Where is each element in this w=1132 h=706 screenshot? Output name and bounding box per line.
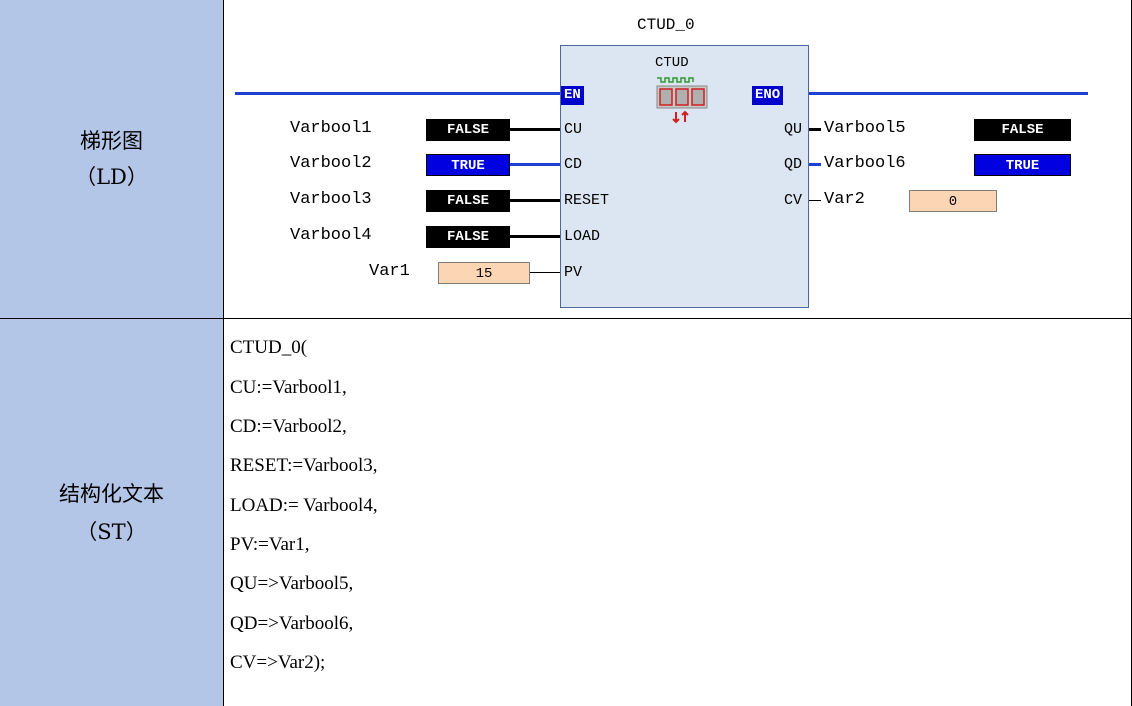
counter-icon <box>656 77 708 124</box>
st-line: QD=>Varbool6, <box>230 613 354 634</box>
wire-reset <box>510 199 560 202</box>
output-value-qu: FALSE <box>974 119 1071 141</box>
pin-qd[interactable]: QD <box>784 156 803 173</box>
ld-label-abbr: （LD） <box>75 165 148 189</box>
wire-pv <box>530 272 560 273</box>
pin-cv[interactable]: CV <box>784 192 803 209</box>
output-var-qu[interactable]: Varbool5 <box>824 119 906 138</box>
st-line: CV=>Var2); <box>230 652 326 673</box>
input-var-reset[interactable]: Varbool3 <box>290 190 372 209</box>
output-value-qd: TRUE <box>974 154 1071 176</box>
pin-cd[interactable]: CD <box>564 156 583 173</box>
st-label-abbr: （ST） <box>76 519 147 544</box>
st-line: CU:=Varbool1, <box>230 377 347 398</box>
en-rail <box>235 92 564 95</box>
eno-rail <box>808 92 1088 95</box>
st-label-cell: 结构化文本 （ST） <box>0 319 224 706</box>
st-line: LOAD:= Varbool4, <box>230 495 378 516</box>
input-value-cd: TRUE <box>426 154 510 176</box>
wire-load <box>510 235 560 238</box>
input-value-pv: 15 <box>438 262 530 284</box>
wire-cu <box>510 128 560 131</box>
wire-qu <box>809 128 821 131</box>
output-var-cv[interactable]: Var2 <box>824 190 865 209</box>
output-var-qd[interactable]: Varbool6 <box>824 154 906 173</box>
st-line: CD:=Varbool2, <box>230 416 347 437</box>
function-block[interactable]: CTUD EN ENO CU CD RESET LOAD PV QU QD CV <box>560 45 809 308</box>
output-value-cv: 0 <box>909 190 997 212</box>
pin-qu[interactable]: QU <box>784 121 803 138</box>
wire-qd <box>809 163 821 166</box>
st-label-title: 结构化文本 <box>59 481 164 506</box>
st-line: PV:=Var1, <box>230 534 310 555</box>
pin-load[interactable]: LOAD <box>564 228 601 245</box>
fb-type-label: CTUD <box>655 55 689 71</box>
input-value-reset: FALSE <box>426 190 510 212</box>
st-line: RESET:=Varbool3, <box>230 455 378 476</box>
pin-eno[interactable]: ENO <box>752 86 784 105</box>
input-var-load[interactable]: Varbool4 <box>290 226 372 245</box>
st-code: CTUD_0( CU:=Varbool1, CD:=Varbool2, RESE… <box>224 319 1132 706</box>
ld-label-title: 梯形图 <box>80 129 143 153</box>
pin-pv[interactable]: PV <box>564 264 583 281</box>
wire-cv <box>809 200 821 201</box>
input-value-cu: FALSE <box>426 119 510 141</box>
pin-en[interactable]: EN <box>561 86 584 105</box>
wire-cd <box>510 163 560 166</box>
input-value-load: FALSE <box>426 226 510 248</box>
st-line: CTUD_0( <box>230 337 308 358</box>
pin-reset[interactable]: RESET <box>564 192 610 209</box>
input-var-pv[interactable]: Var1 <box>369 262 410 281</box>
input-var-cd[interactable]: Varbool2 <box>290 154 372 173</box>
ld-diagram: CTUD_0 CTUD EN ENO CU CD RESET LOAD PV <box>224 0 1132 319</box>
st-line: QU=>Varbool5, <box>230 573 354 594</box>
fb-instance-name: CTUD_0 <box>637 16 695 34</box>
pin-cu[interactable]: CU <box>564 121 583 138</box>
ld-label-cell: 梯形图 （LD） <box>0 0 224 319</box>
input-var-cu[interactable]: Varbool1 <box>290 119 372 138</box>
